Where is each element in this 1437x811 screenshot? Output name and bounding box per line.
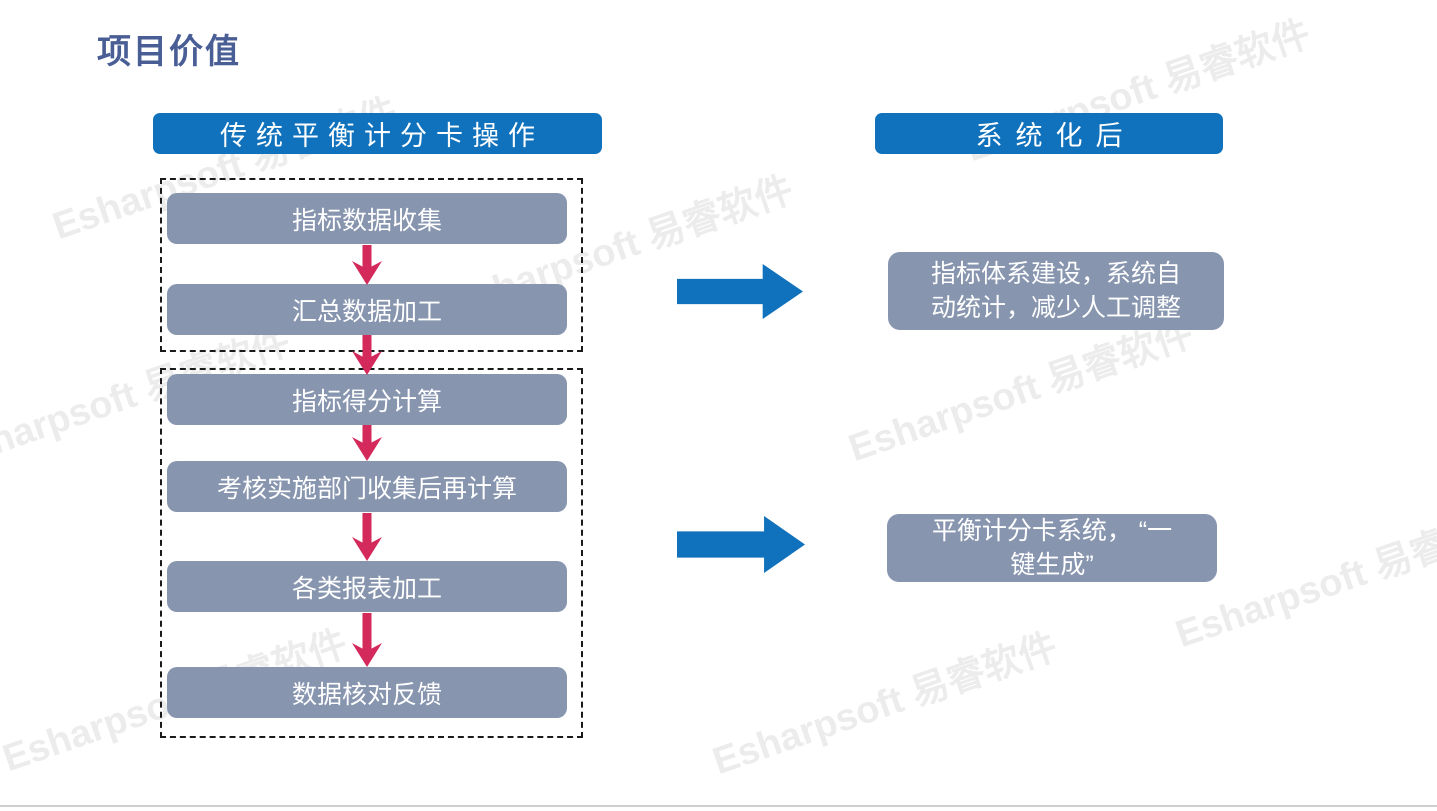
down-arrow-icon	[350, 513, 384, 566]
step-box-4: 考核实施部门收集后再计算	[167, 461, 567, 512]
step-box-6: 数据核对反馈	[167, 667, 567, 718]
benefit-box-1: 指标体系建设，系统自 动统计，减少人工调整	[888, 252, 1224, 330]
header-traditional: 传统平衡计分卡操作	[153, 113, 602, 154]
down-arrow-icon	[350, 245, 384, 290]
slide-bottom-border	[0, 805, 1437, 807]
down-arrow-icon	[350, 335, 384, 380]
down-arrow-icon	[350, 613, 384, 672]
right-arrow-icon	[677, 516, 805, 573]
step-box-3: 指标得分计算	[167, 374, 567, 425]
header-systemized: 系统化后	[875, 113, 1223, 154]
page-title: 项目价值	[97, 33, 241, 71]
benefit-box-2: 平衡计分卡系统， “一 键生成”	[887, 514, 1217, 582]
step-box-2: 汇总数据加工	[167, 284, 567, 335]
traditional-group-2-frame	[160, 368, 583, 738]
down-arrow-icon	[350, 425, 384, 466]
step-box-1: 指标数据收集	[167, 193, 567, 244]
right-arrow-icon	[677, 264, 803, 319]
step-box-5: 各类报表加工	[167, 561, 567, 612]
